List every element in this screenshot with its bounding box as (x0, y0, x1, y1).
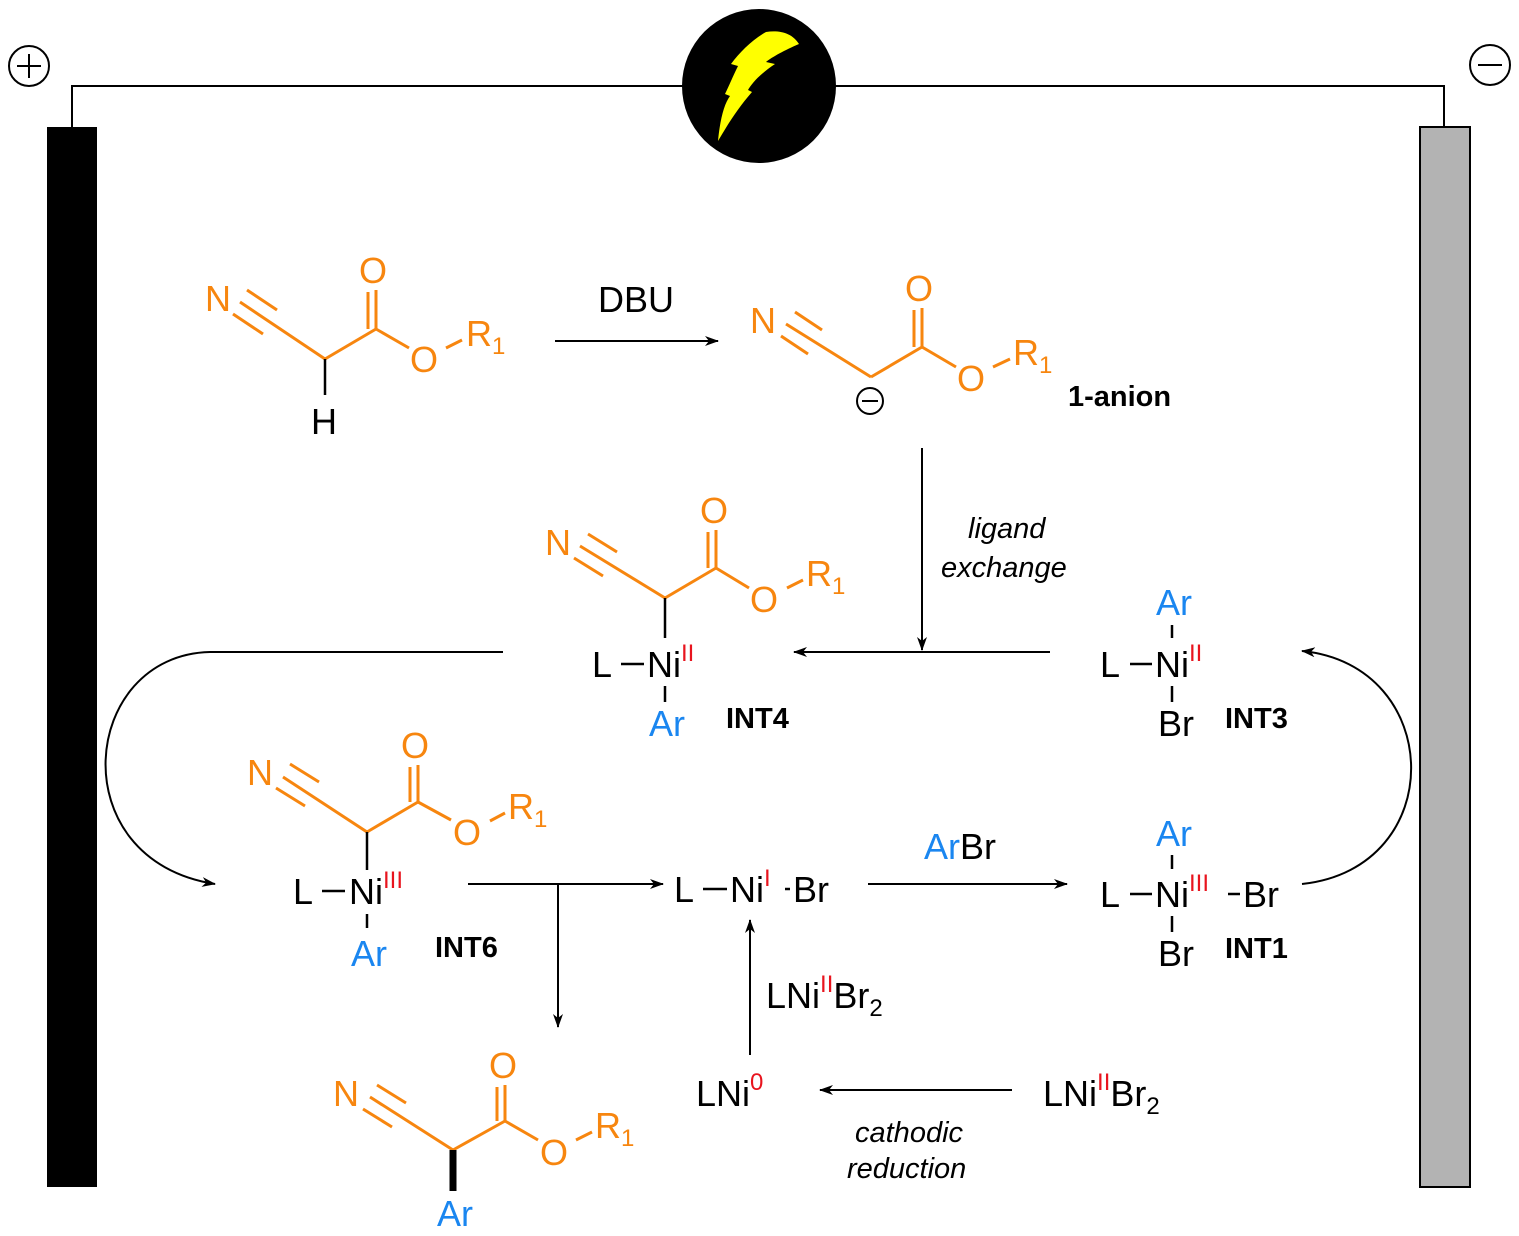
int1-label: INT1 (1225, 933, 1288, 965)
atom-h: H (311, 401, 337, 442)
atom-n: N (205, 278, 231, 319)
atom-r1: R1 (806, 553, 845, 600)
atom-n: N (750, 300, 776, 341)
atom-ar: Ar (1156, 813, 1192, 854)
ni1-species: L NiI Br (674, 865, 829, 910)
cathodic-reduction-label-line1: cathodic (855, 1117, 964, 1149)
atom-n: N (545, 522, 571, 563)
atom-r1: R1 (595, 1105, 634, 1152)
int4-label: INT4 (726, 703, 789, 735)
ni0-species: LNi0 (696, 1069, 763, 1114)
atom-ar: Ar (649, 703, 685, 744)
atom-o-carbonyl: O (700, 490, 728, 531)
atom-l: L (293, 871, 313, 912)
int3-species: Ar L NiII Br INT3 (1100, 582, 1288, 744)
cyanoacetate-substrate: N O O R1 H (205, 250, 505, 442)
atom-ni: NiI (730, 865, 771, 910)
int1-to-int3-curved-arrow (1301, 647, 1413, 885)
atom-o-ester: O (540, 1132, 568, 1173)
cathode-electrode (1419, 126, 1471, 1188)
atom-ni: NiIII (1155, 870, 1209, 915)
cathodic-reduction-label-line2: reduction (847, 1153, 966, 1185)
anode-sign-icon (8, 45, 50, 87)
atom-ni: NiII (1155, 640, 1202, 685)
int4-species: N O O R1 L NiII Ar INT4 (545, 490, 845, 744)
atom-o-carbonyl: O (401, 725, 429, 766)
lightning-bolt-icon (682, 9, 836, 163)
dbu-label: DBU (598, 279, 674, 320)
atom-l: L (1100, 644, 1120, 685)
atom-br: Br (1158, 703, 1194, 744)
int3-label: INT3 (1225, 703, 1288, 735)
atom-o-carbonyl: O (359, 250, 387, 291)
comproportionation-reagent: LNiIIBr2 (766, 971, 883, 1022)
atom-r1: R1 (466, 313, 505, 360)
int1-species: Ar L NiIII Br Br INT1 (1100, 813, 1288, 974)
atom-l: L (1100, 874, 1120, 915)
negative-charge-icon (856, 387, 884, 415)
atom-n: N (247, 752, 273, 793)
atom-br: Br (1243, 874, 1279, 915)
int6-species: N O O R1 L NiIII Ar INT6 (247, 725, 547, 974)
atom-o-carbonyl: O (905, 268, 933, 309)
atom-ar: Ar (1156, 582, 1192, 623)
precatalyst-species: LNiIIBr2 (1043, 1069, 1160, 1120)
atom-br: Br (1158, 933, 1194, 974)
atom-o-ester: O (957, 358, 985, 399)
atom-l: L (592, 644, 612, 685)
anion-species: N O O R1 1-anion (750, 268, 1171, 415)
atom-ar: Ar (437, 1193, 473, 1234)
int4-to-int6-curved-arrow (104, 651, 503, 887)
int6-label: INT6 (435, 932, 498, 964)
atom-br: Br (793, 869, 829, 910)
atom-o-ester: O (410, 339, 438, 380)
atom-r1: R1 (508, 786, 547, 833)
atom-l: L (674, 869, 694, 910)
ligand-exchange-label-line2: exchange (941, 552, 1067, 584)
arylated-product: N O O R1 Ar (333, 1045, 634, 1234)
atom-ar: Ar (351, 933, 387, 974)
cathode-sign-icon (1469, 44, 1511, 86)
atom-o-ester: O (453, 812, 481, 853)
atom-n: N (333, 1073, 359, 1114)
atom-ni: NiII (647, 640, 694, 685)
atom-r1: R1 (1013, 332, 1052, 379)
arbr-reagent-label: ArBr (924, 826, 996, 867)
ligand-exchange-label-line1: ligand (968, 513, 1046, 545)
anode-electrode (47, 127, 97, 1187)
atom-o-carbonyl: O (489, 1045, 517, 1086)
anion-label: 1-anion (1068, 381, 1171, 413)
atom-ni: NiIII (349, 867, 403, 912)
atom-o-ester: O (750, 579, 778, 620)
electrochemical-cell (8, 9, 1511, 1188)
